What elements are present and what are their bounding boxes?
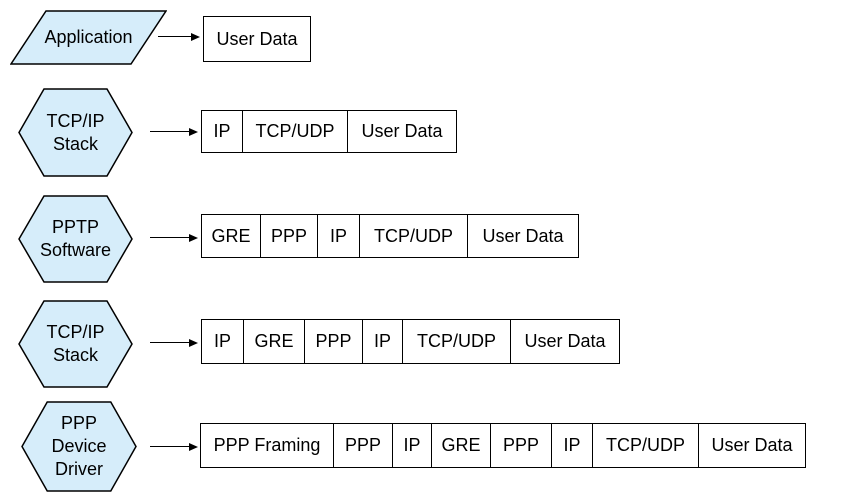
packet-cell-gre: GRE [432,423,491,468]
stage-shape-application: Application [10,10,167,65]
arrow-head [189,233,198,242]
stage-label-line: Software [39,240,112,260]
stage-label-line: Stack [52,345,99,365]
packet-row-application: User Data [203,16,311,62]
packet-cell-user-data: User Data [468,214,579,258]
packet-cell-ip: IP [201,110,243,153]
packet-cell-user-data: User Data [511,319,620,364]
stage-label-pptp-software: PPTP Software [18,195,133,283]
right-arrow-icon [150,233,198,242]
packet-cell-ip: IP [318,214,360,258]
stage-label-line: PPP [60,413,98,433]
packet-cell-ip: IP [363,319,403,364]
packet-cell-tcp-udp: TCP/UDP [360,214,468,258]
hexagon-shape [18,300,133,388]
hexagon-shape [21,401,137,492]
packet-cell-ppp: PPP [305,319,363,364]
arrow-line [150,445,189,448]
right-arrow-icon [158,32,200,41]
stage-label-tcp-ip-stack: TCP/IP Stack [18,300,133,388]
packet-cell-ppp: PPP [334,423,393,468]
stage-shape-tcp-ip-stack: TCP/IP Stack [18,300,133,388]
right-arrow-icon [150,442,198,451]
stage-label-line: Application [44,27,133,47]
arrow-line [158,35,191,38]
arrow-line [150,130,189,133]
packet-cell-gre: GRE [244,319,305,364]
packet-cell-tcp-udp: TCP/UDP [243,110,348,153]
packet-cell-user-data: User Data [699,423,806,468]
packet-cell-ppp: PPP [261,214,318,258]
stage-label-application: Application [10,10,167,65]
arrow-head [189,338,198,347]
arrow-line [150,341,189,344]
packet-cell-ip: IP [552,423,593,468]
stage-label-line: Stack [52,133,99,154]
packet-cell-tcp-udp: TCP/UDP [403,319,511,364]
stage-shape-pptp-software: PPTP Software [18,195,133,283]
packet-cell-ip: IP [393,423,432,468]
arrow-head [189,442,198,451]
parallelogram-shape [10,10,167,65]
stage-label-line: Device [51,436,107,456]
packet-cell-ppp: PPP [491,423,552,468]
packet-cell-user-data: User Data [348,110,457,153]
packet-cell-user-data: User Data [203,16,311,62]
hexagon-shape [18,88,133,177]
stage-label-line: TCP/IP [46,110,105,131]
right-arrow-icon [150,127,198,136]
arrow-line [150,236,189,239]
packet-cell-tcp-udp: TCP/UDP [593,423,699,468]
hexagon-shape [18,195,133,283]
stage-label-line: Driver [55,459,103,479]
right-arrow-icon [150,338,198,347]
arrow-head [189,127,198,136]
packet-cell-gre: GRE [201,214,261,258]
stage-label-line: TCP/IP [46,322,105,342]
arrow-head [191,32,200,41]
stage-label-line: PPTP [51,217,99,237]
packet-cell-ppp-framing: PPP Framing [200,423,334,468]
packet-cell-ip: IP [201,319,244,364]
